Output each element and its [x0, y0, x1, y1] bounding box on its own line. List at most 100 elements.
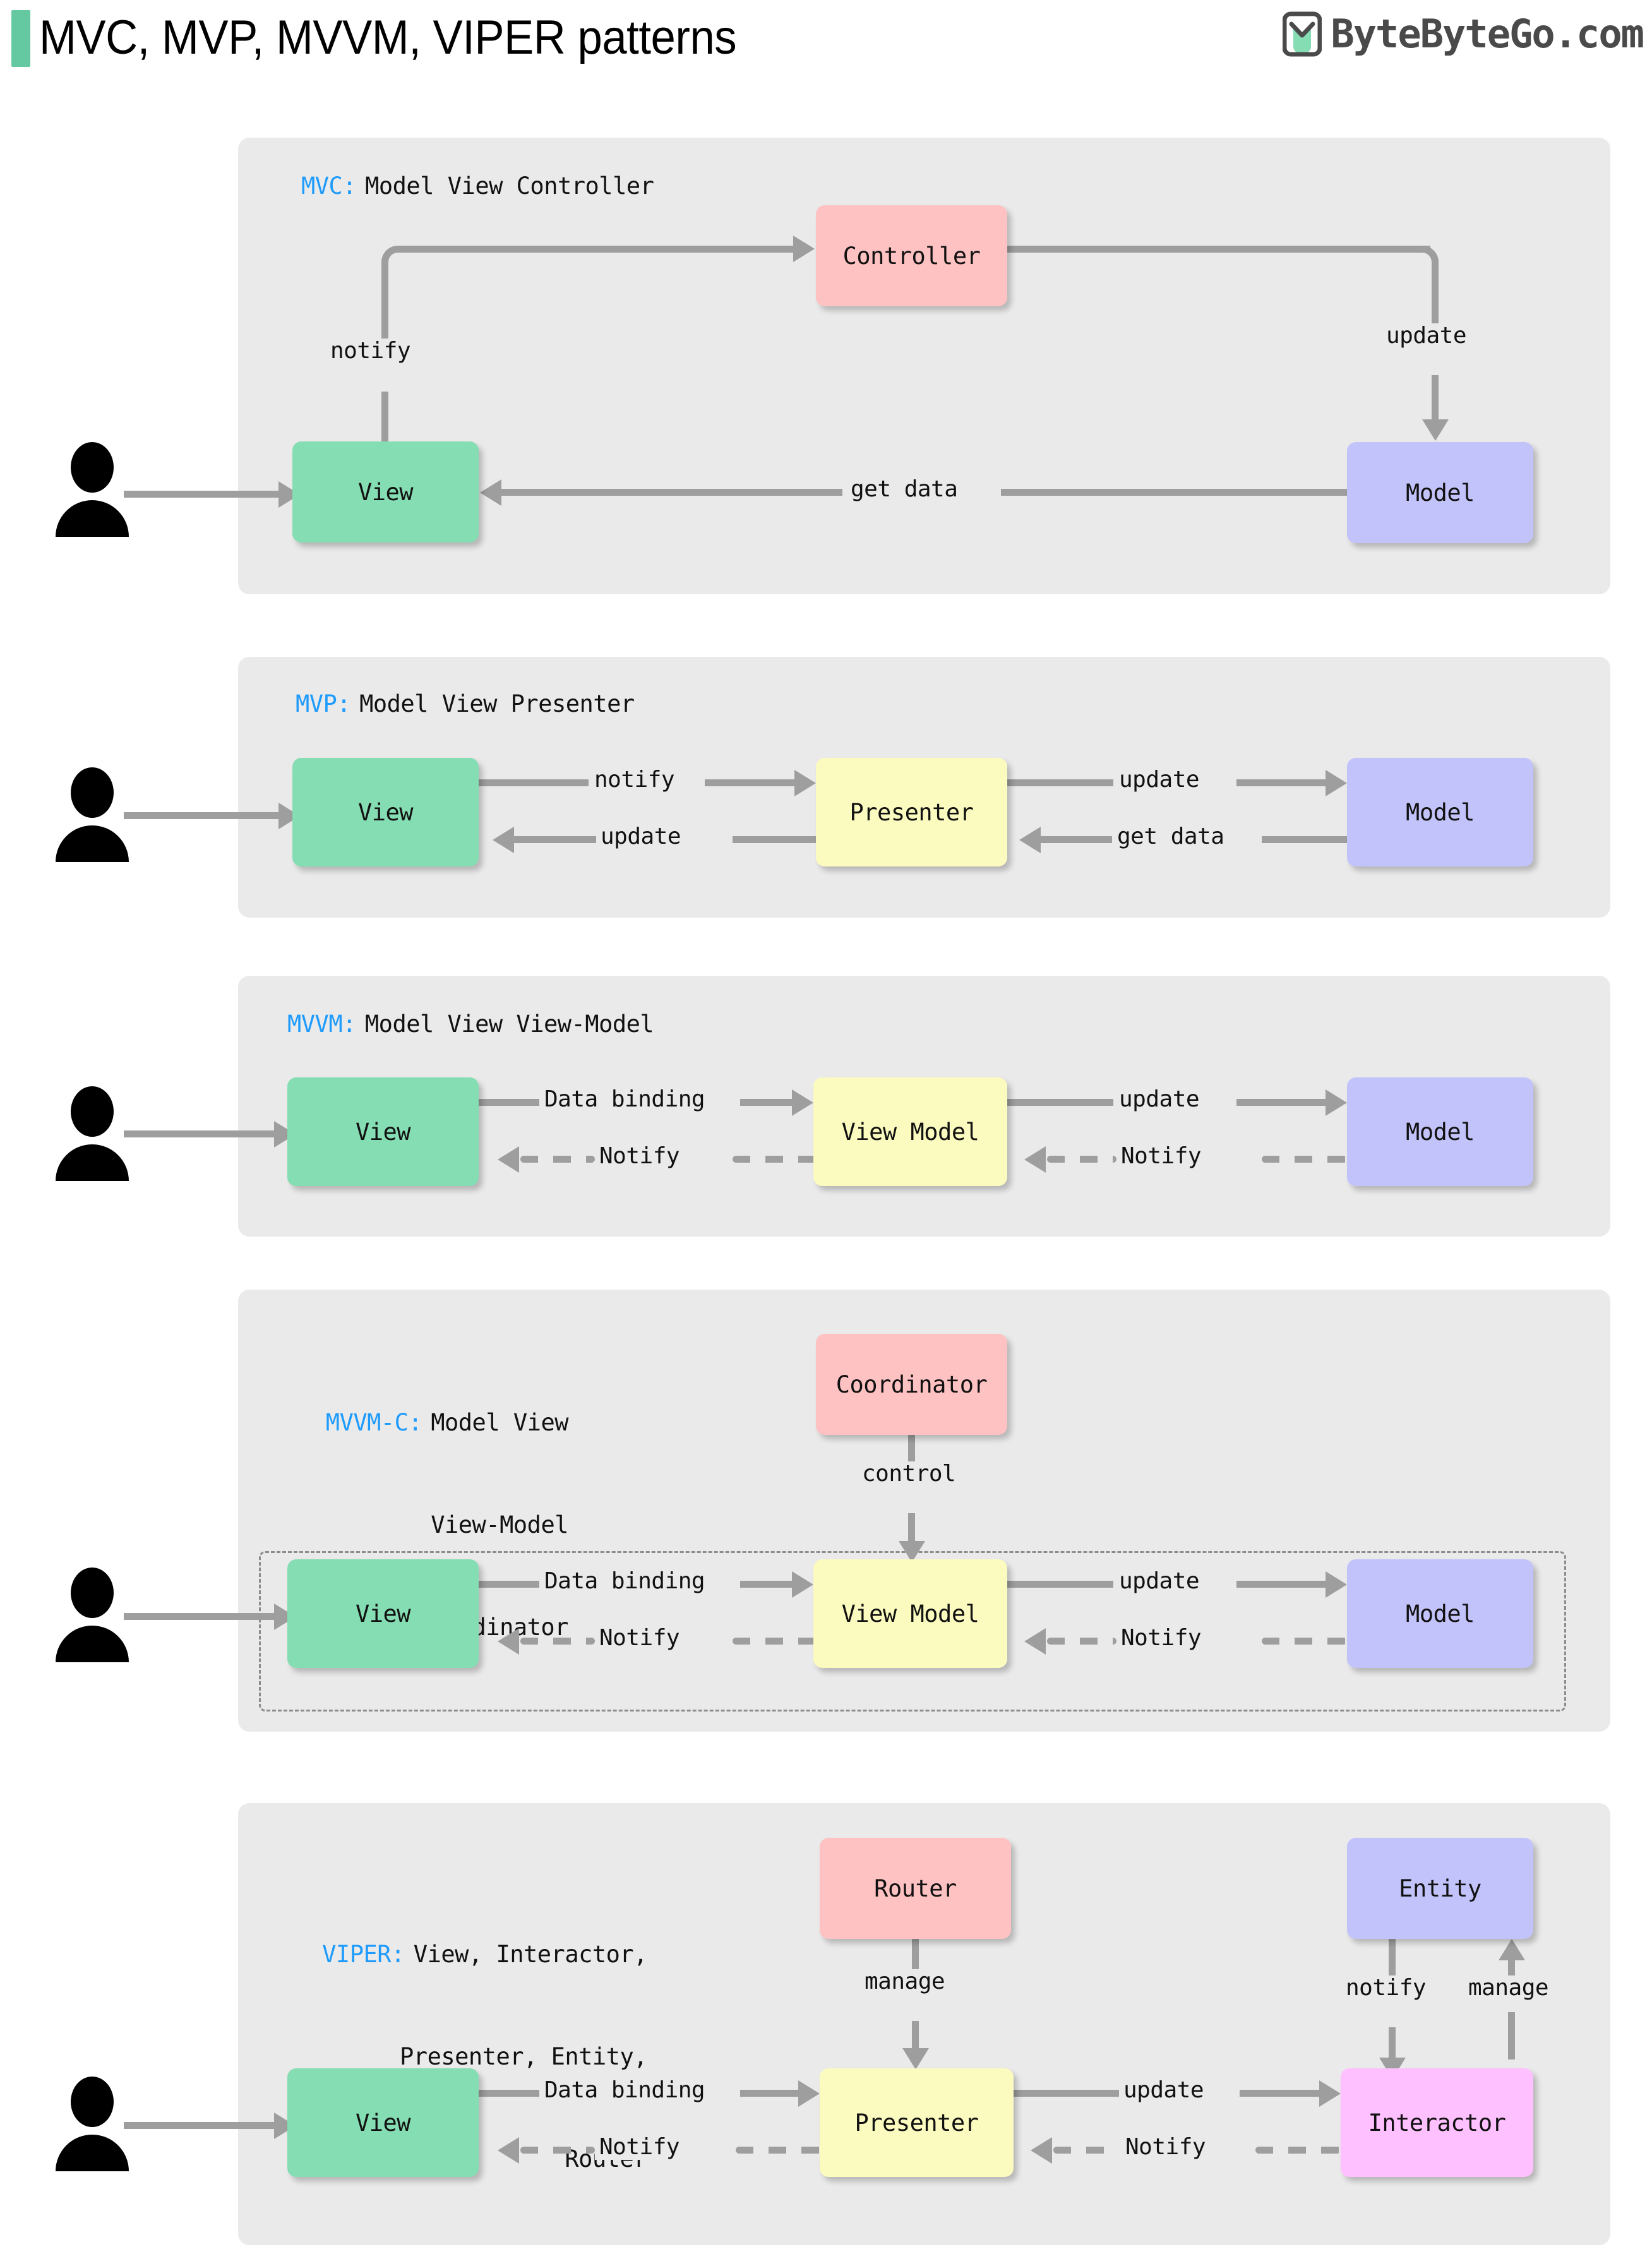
edge-notify-horiz-mvc: [398, 246, 793, 253]
bytebytego-logo-icon: [1283, 11, 1322, 57]
node-model-mvp-label: Model: [1406, 798, 1475, 826]
arrow-manage-to-presenter-viper: [902, 2048, 929, 2070]
edge-update-right-viper: [1240, 2090, 1319, 2097]
edge-update-elbow-mvc: [1413, 246, 1439, 272]
node-model-mvp[interactable]: Model: [1347, 758, 1533, 866]
arrow-databinding-to-viewmodel-mvvm-c: [792, 1571, 813, 1598]
panel-mvp-title: MVP:Model View Presenter: [296, 687, 635, 721]
edge-user-to-view-mvc: [124, 491, 278, 498]
node-coordinator-mvvm-c[interactable]: Coordinator: [816, 1334, 1007, 1435]
node-view-mvp[interactable]: View: [292, 758, 479, 866]
title-accent-bar: [11, 10, 30, 67]
edge-notify-dash-left-mvvm-c: [520, 1638, 595, 1645]
arrow-databinding-to-presenter-viper: [798, 2080, 820, 2107]
panel-mvc-title: MVC:Model View Controller: [301, 169, 654, 203]
arrow-getdata-to-view-mvc: [480, 479, 501, 506]
panel-mvvm-c-title-line1: MVVM-C:Model View: [325, 1409, 569, 1436]
arrow-databinding-to-viewmodel-mvvm: [792, 1089, 813, 1116]
arrow-manage2-to-entity-viper: [1499, 1939, 1525, 1960]
node-model-mvvm[interactable]: Model: [1347, 1077, 1533, 1186]
node-viewmodel-mvvm-c[interactable]: View Model: [813, 1559, 1007, 1668]
node-interactor-viper-label: Interactor: [1368, 2109, 1506, 2137]
edge-notify-vert-upper-mvc: [381, 263, 388, 339]
edge-databinding-right-viper: [740, 2090, 798, 2097]
edge-label-update-mvp: update: [596, 824, 686, 849]
node-model-mvc[interactable]: Model: [1347, 442, 1533, 543]
edge-update-right-mvvm: [1236, 1099, 1326, 1106]
edge-manage-vert-upper-viper: [912, 1936, 919, 1979]
arrow-notify-to-view-mvvm-c: [498, 1628, 519, 1655]
edge-label-databinding-mvvm: Data binding: [540, 1087, 710, 1112]
edge-label-notify2-mvvm-c: Notify: [1116, 1626, 1206, 1651]
node-model-mvvm-c[interactable]: Model: [1347, 1559, 1533, 1668]
edge-getdata-left-mvp: [1041, 836, 1112, 843]
node-viewmodel-mvvm-c-label: View Model: [841, 1600, 979, 1628]
node-view-mvvm-c[interactable]: View: [287, 1559, 479, 1668]
edge-control-vert-upper-mvvm-c: [908, 1432, 915, 1473]
node-view-mvvm[interactable]: View: [287, 1077, 479, 1186]
node-entity-viper[interactable]: Entity: [1347, 1838, 1533, 1939]
edge-label-manage-viper: manage: [860, 1969, 950, 1994]
panel-viper-title-line1: VIPER:View, Interactor,: [322, 1941, 647, 1968]
edge-notify-elbow-mvc: [381, 246, 407, 271]
panel-mvvm-abbr: MVVM:: [287, 1010, 356, 1038]
node-interactor-viper[interactable]: Interactor: [1341, 2068, 1533, 2177]
node-model-mvvm-label: Model: [1406, 1118, 1475, 1146]
edge-update-left-mvvm-c: [1007, 1581, 1113, 1588]
edge-manage2-vert-upper-viper: [1508, 1960, 1515, 1979]
edge-notify2-dash-right-mvvm-c: [1262, 1638, 1347, 1645]
edge-user-to-view-viper: [124, 2122, 274, 2129]
node-view-mvp-label: View: [357, 798, 414, 826]
user-icon-mvvm-c: [56, 1568, 129, 1662]
node-view-mvc-label: View: [357, 478, 414, 506]
edge-update2-right-mvp: [1236, 779, 1326, 786]
node-view-viper[interactable]: View: [287, 2068, 479, 2177]
node-view-mvc[interactable]: View: [292, 441, 479, 543]
user-icon-viper: [56, 2077, 129, 2171]
edge-update-right-mvp: [514, 836, 596, 843]
edge-databinding-left-mvvm: [479, 1099, 539, 1106]
edge-notify-vert-upper-viper: [1389, 1936, 1396, 1986]
node-controller-mvc[interactable]: Controller: [816, 205, 1007, 306]
user-icon-mvp: [56, 767, 129, 862]
node-viewmodel-mvvm-label: View Model: [841, 1118, 979, 1146]
node-presenter-mvp[interactable]: Presenter: [816, 758, 1007, 866]
node-presenter-viper-label: Presenter: [854, 2109, 979, 2137]
node-view-mvvm-c-label: View: [355, 1600, 411, 1628]
node-controller-mvc-label: Controller: [842, 242, 981, 270]
panel-viper-abbr: VIPER:: [322, 1941, 405, 1968]
node-router-viper[interactable]: Router: [820, 1838, 1011, 1939]
node-entity-viper-label: Entity: [1399, 1874, 1481, 1902]
edge-label-update2-mvp: update: [1115, 767, 1204, 793]
edge-notify-dash-right-mvvm-c: [733, 1638, 816, 1645]
edge-update-left-mvp: [733, 836, 816, 843]
arrow-notify2-to-viewmodel-mvvm-c: [1024, 1628, 1046, 1655]
edge-databinding-right-mvvm: [740, 1099, 792, 1106]
edge-getdata-right-mvc: [1001, 489, 1347, 496]
edge-notify-dash-right-viper: [736, 2147, 822, 2154]
edge-label-notify-interactor-viper: Notify: [1121, 2135, 1211, 2160]
arrow-update-to-view-mvp: [493, 827, 514, 853]
edge-getdata-right-mvp: [1262, 836, 1347, 843]
edge-manage-vert-lower-viper: [912, 2021, 919, 2049]
edge-label-databinding-viper: Data binding: [540, 2078, 710, 2103]
edge-notify2-dash-right-viper: [1255, 2147, 1341, 2154]
panel-mvp-abbr: MVP:: [296, 690, 351, 717]
panel-mvvm-title: MVVM:Model View View-Model: [287, 1007, 654, 1041]
edge-update-left-viper: [1014, 2090, 1120, 2097]
edge-notify-left-mvp: [479, 779, 589, 786]
edge-databinding-left-mvvm-c: [479, 1581, 539, 1588]
edge-manage2-vert-lower-viper: [1508, 2012, 1515, 2059]
node-viewmodel-mvvm[interactable]: View Model: [813, 1077, 1007, 1186]
edge-notify2-dash-right-mvvm: [1262, 1156, 1347, 1163]
edge-label-getdata-mvc: get data: [846, 477, 962, 502]
edge-label-manage-interactor-viper: manage: [1464, 1975, 1553, 2001]
edge-label-notify2-mvvm: Notify: [1116, 1144, 1206, 1169]
node-presenter-viper[interactable]: Presenter: [820, 2068, 1014, 2177]
edge-getdata-left-mvc: [501, 489, 842, 496]
edge-notify-right-mvp: [705, 779, 794, 786]
node-presenter-mvp-label: Presenter: [849, 798, 974, 826]
brand-name: ByteByteGo.com: [1331, 11, 1644, 57]
edge-notify-vert-lower-mvc: [381, 392, 388, 442]
arrow-update-to-model-mvvm: [1326, 1089, 1347, 1116]
